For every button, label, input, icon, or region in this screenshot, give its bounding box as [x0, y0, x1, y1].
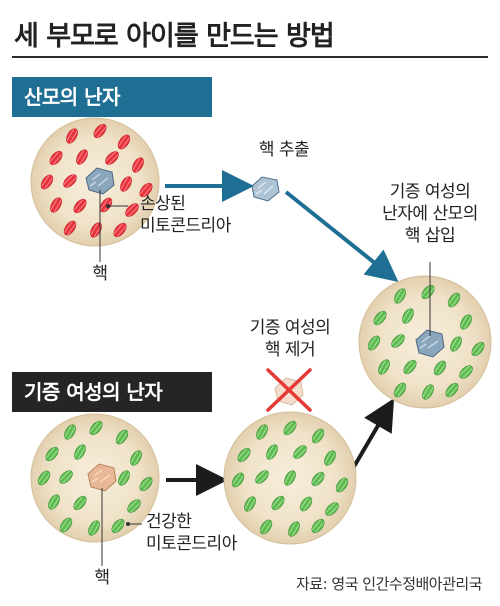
- nucleus-extract-label: 핵 추출: [258, 140, 310, 160]
- donor-egg-cell: [30, 413, 160, 543]
- extracted-nucleus: [251, 176, 280, 202]
- damaged-mito-label-1: 손상된: [140, 194, 186, 214]
- mother-egg-cell: [30, 117, 160, 247]
- page-title: 세 부모로 아이를 만드는 방법: [14, 21, 335, 52]
- damaged-mito-label-2: 미토콘드리아: [140, 216, 231, 236]
- insert-label-2: 난자에 산모의: [382, 204, 478, 224]
- remove-label-1: 기증 여성의: [249, 318, 331, 338]
- nucleus-donor: [87, 463, 117, 492]
- donor-egg-label: 기증 여성의 난자: [12, 372, 212, 412]
- nucleus-mother: [85, 167, 115, 195]
- nucleus-inserted: [415, 329, 445, 358]
- mother-egg-label: 산모의 난자: [12, 77, 212, 117]
- enucleated-egg-cell: [223, 411, 357, 545]
- nucleus-bottom-label: 핵: [94, 568, 110, 588]
- remove-label-2: 핵 제거: [264, 340, 316, 360]
- remove-x-mark: [266, 368, 312, 412]
- insert-label-1: 기증 여성의: [389, 182, 471, 202]
- nucleus-top-label: 핵: [92, 264, 108, 284]
- reconstructed-egg-cell: [358, 262, 492, 409]
- source-credit: 자료: 영국 인간수정배아관리국: [296, 575, 483, 593]
- healthy-mito-label-1: 건강한: [146, 512, 192, 532]
- arrow-insert: [284, 190, 399, 282]
- title-underline: [12, 56, 488, 58]
- insert-label-3: 핵 삽입: [404, 226, 456, 246]
- healthy-mito-label-2: 미토콘드리아: [146, 534, 237, 554]
- arrow-to-reconstructed: [350, 398, 395, 472]
